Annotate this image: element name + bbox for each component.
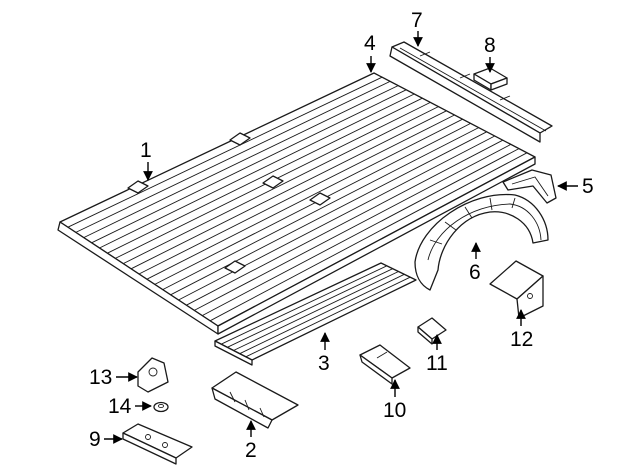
callout-9: 9 (89, 428, 123, 451)
floor-rib (130, 110, 447, 270)
callout-9-label: 9 (89, 428, 101, 451)
callout-1-label: 1 (140, 139, 152, 162)
callout-10-label: 10 (383, 399, 406, 422)
floor-rib (209, 152, 528, 322)
side-rail (389, 41, 553, 143)
callout-4: 4 (364, 32, 376, 73)
callout-3-label: 3 (318, 352, 330, 375)
floor-plank (214, 262, 417, 366)
floor-rib (99, 93, 415, 249)
callout-1: 1 (140, 139, 153, 181)
floor-rib (186, 139, 504, 306)
callout-4-label: 4 (364, 32, 376, 55)
washer (153, 401, 169, 413)
callout-14-label: 14 (108, 395, 132, 418)
callout-10: 10 (383, 379, 406, 422)
floor-rib (239, 273, 405, 355)
callout-5: 5 (557, 175, 594, 198)
floor-rib (91, 89, 407, 244)
callout-8-label: 8 (484, 34, 496, 57)
callout-11: 11 (426, 334, 448, 375)
callout-11-label: 11 (426, 352, 448, 375)
crossmember-bracket (359, 344, 411, 385)
floor-rib (107, 97, 423, 254)
floor-rib (122, 106, 439, 265)
floor-rib (201, 148, 520, 316)
callout-7-label: 7 (411, 9, 423, 32)
small-block (417, 317, 447, 345)
callout-7: 7 (411, 9, 423, 47)
callout-3: 3 (318, 332, 330, 375)
crossmember (211, 371, 299, 429)
floor-rib (227, 268, 393, 348)
wheelhouse-cap (502, 169, 557, 204)
floor-rib (220, 265, 388, 345)
floor-rib (162, 127, 479, 291)
wheelhouse (414, 193, 549, 291)
floor-rib (233, 271, 399, 351)
support-plate (122, 423, 193, 465)
floor-rib (83, 85, 399, 239)
floor-rib (146, 118, 463, 280)
callout-2-label: 2 (245, 439, 257, 462)
floor-panel (57, 72, 536, 335)
callout-2: 2 (245, 420, 257, 462)
floor-rib (67, 76, 383, 228)
callout-12-label: 12 (510, 328, 533, 351)
callout-6-label: 6 (469, 261, 481, 284)
floor-rib (245, 276, 411, 358)
clip-bracket (473, 67, 508, 91)
callout-13: 13 (89, 366, 138, 389)
callout-13-label: 13 (89, 366, 112, 389)
callout-6: 6 (469, 242, 481, 284)
floor-rib (178, 135, 495, 301)
callout-14: 14 (108, 395, 152, 418)
callout-5-label: 5 (582, 175, 594, 198)
floor-rib (138, 114, 455, 275)
angle-bracket (489, 260, 544, 319)
floor-rib (154, 122, 471, 285)
callout-12: 12 (510, 309, 533, 351)
callout-8: 8 (484, 34, 496, 73)
floor-rib (75, 80, 391, 233)
floor-rib (194, 144, 512, 311)
floor-rib (170, 131, 487, 296)
mount-bracket (137, 357, 169, 393)
